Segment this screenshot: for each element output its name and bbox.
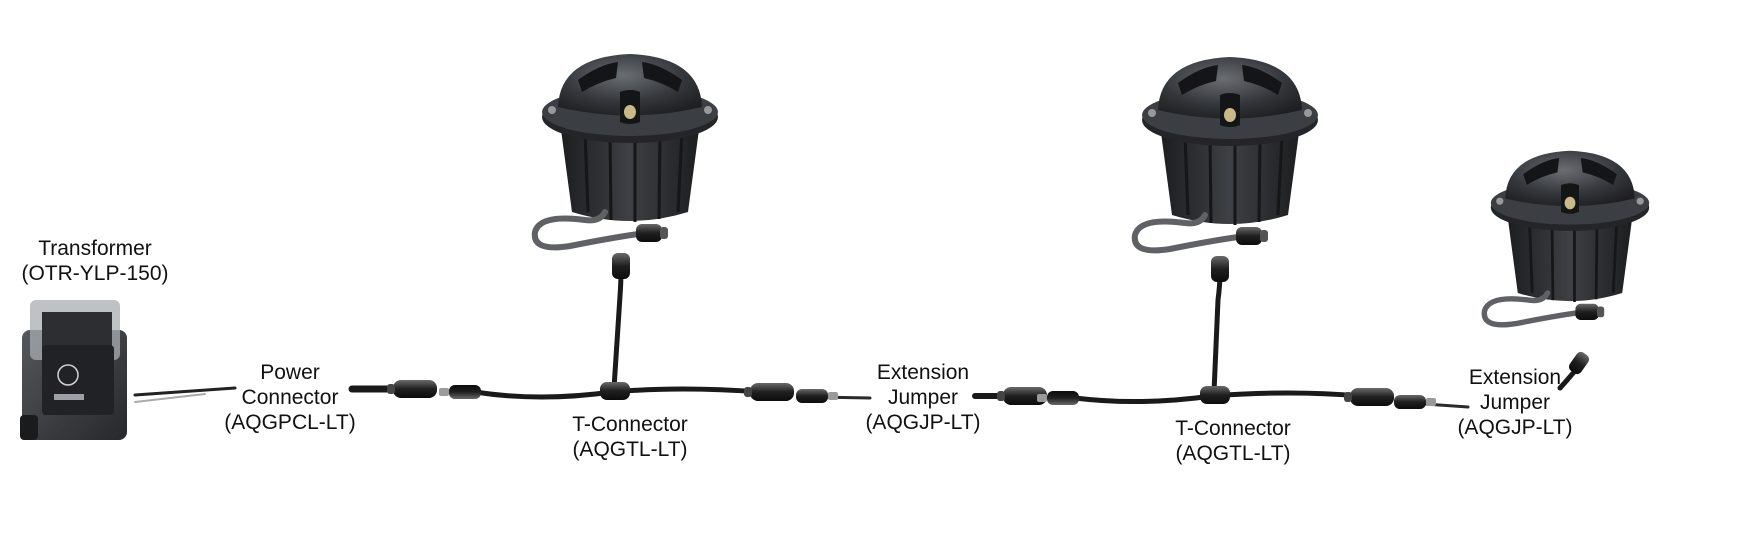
t-connector-1-label: T-Connector (AQGTL-LT) (545, 412, 715, 462)
t-connector-1-name: T-Connector (572, 413, 688, 436)
t-connector-2-top-plug (1211, 256, 1229, 282)
power-connector-plug (387, 380, 437, 398)
well-light-fixture-2 (1135, 57, 1318, 250)
t-connector-2-name: T-Connector (1175, 417, 1291, 440)
lead-wire (133, 386, 237, 397)
power-connector-label: Power Connector (AQGPCL-LT) (205, 360, 375, 435)
extension-jumper-1-part: (AQGJP-LT) (865, 411, 981, 434)
extension-jumper-2-part: (AQGJP-LT) (1457, 416, 1573, 439)
extension-jumper-1-label: Extension Jumper (AQGJP-LT) (838, 360, 1008, 435)
t-connector-2-junction (1200, 386, 1230, 404)
extension-jumper-2-name-1: Extension (1468, 366, 1562, 389)
power-connector-part: (AQGPCL-LT) (224, 411, 356, 434)
transformer-label: Transformer (OTR-YLP-150) (5, 236, 185, 286)
t-connector-2-drop (1211, 269, 1223, 395)
lead-wire (134, 393, 206, 403)
extension-jumper-2-label: Extension Jumper (AQGJP-LT) (1430, 365, 1600, 440)
power-connector-name-1: Power (260, 361, 320, 384)
extension-jumper-2-name-2: Jumper (1479, 391, 1551, 414)
extension-jumper-1-plug-a (796, 389, 838, 403)
well-light-fixture-1 (535, 54, 718, 247)
t-connector-1-part: (AQGTL-LT) (572, 438, 688, 461)
t-connector-2-label: T-Connector (AQGTL-LT) (1148, 416, 1318, 466)
extension-jumper-1-name-1: Extension (876, 361, 970, 384)
t-connector-2-right-plug (1344, 388, 1394, 406)
t-connector-1-junction (600, 382, 630, 400)
t-connector-1-left-plug (439, 385, 481, 399)
transformer (20, 300, 127, 440)
extension-jumper-2-end-plug (1568, 351, 1590, 375)
t-connector-1-drop (611, 267, 624, 391)
t-connector-1-top-plug (612, 253, 630, 279)
t-connector-2-part: (AQGTL-LT) (1175, 442, 1291, 465)
well-light-fixture-3 (1484, 151, 1649, 325)
extension-jumper-1-name-2: Jumper (887, 386, 959, 409)
transformer-name: Transformer (38, 237, 152, 260)
t-connector-1-right-plug (744, 383, 794, 401)
power-connector-name-2: Connector (241, 386, 339, 409)
transformer-part: (OTR-YLP-150) (21, 262, 169, 285)
